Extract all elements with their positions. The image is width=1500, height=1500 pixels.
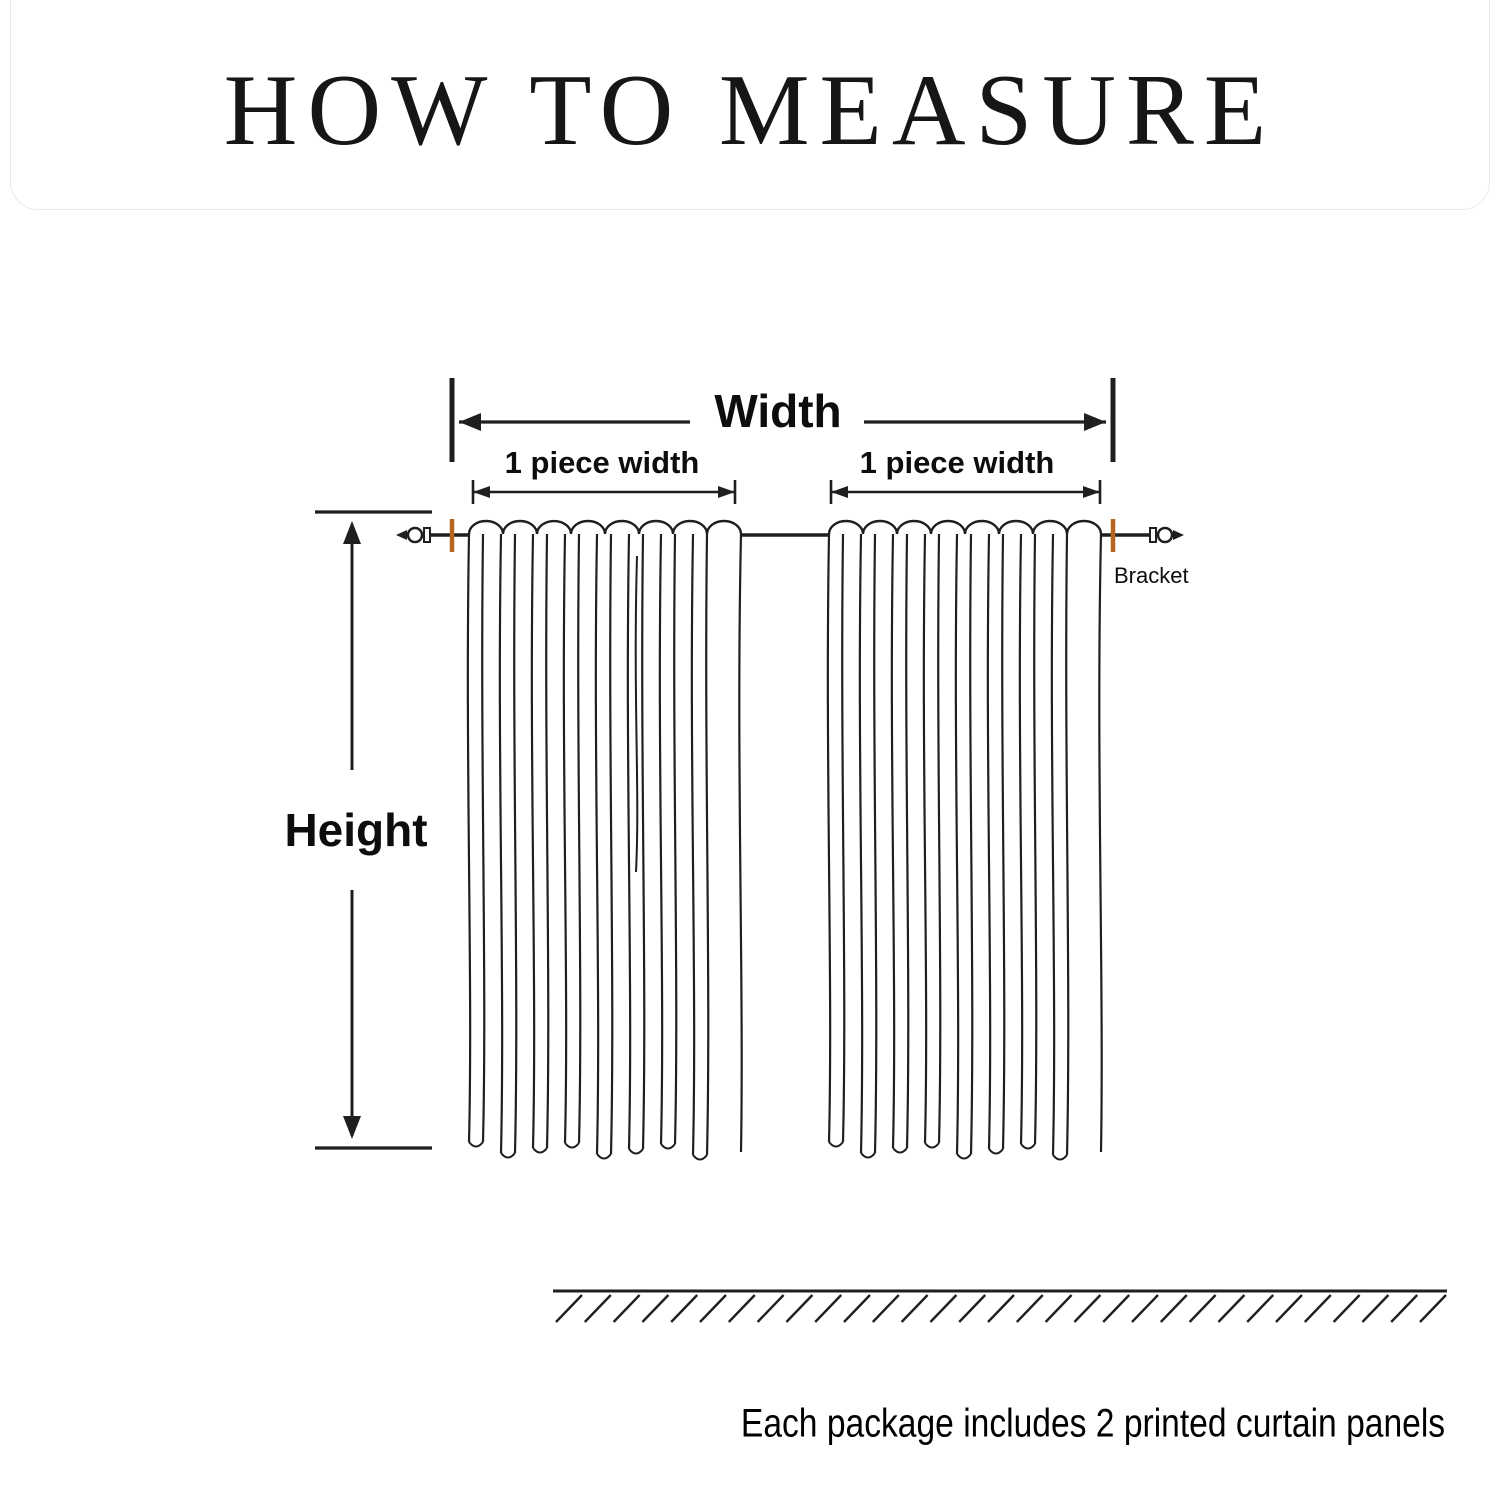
measurement-arrows <box>315 378 1116 1150</box>
curtain-panel-left <box>466 519 743 1161</box>
piece-width-label-left: 1 piece width <box>504 445 700 480</box>
header-card-edge <box>10 0 1490 210</box>
package-caption: Each package includes 2 printed curtain … <box>740 1401 1446 1446</box>
width-label: Width <box>714 385 842 437</box>
curtain-panel-right <box>826 519 1103 1161</box>
fold-details <box>634 555 639 873</box>
bracket-label: Bracket <box>1114 563 1189 588</box>
height-label: Height <box>284 804 428 856</box>
page-title: HOW TO MEASURE <box>223 54 1277 167</box>
piece-width-label-right: 1 piece width <box>859 445 1055 480</box>
bracket-marks <box>449 519 1116 552</box>
floor-line <box>553 1289 1447 1323</box>
